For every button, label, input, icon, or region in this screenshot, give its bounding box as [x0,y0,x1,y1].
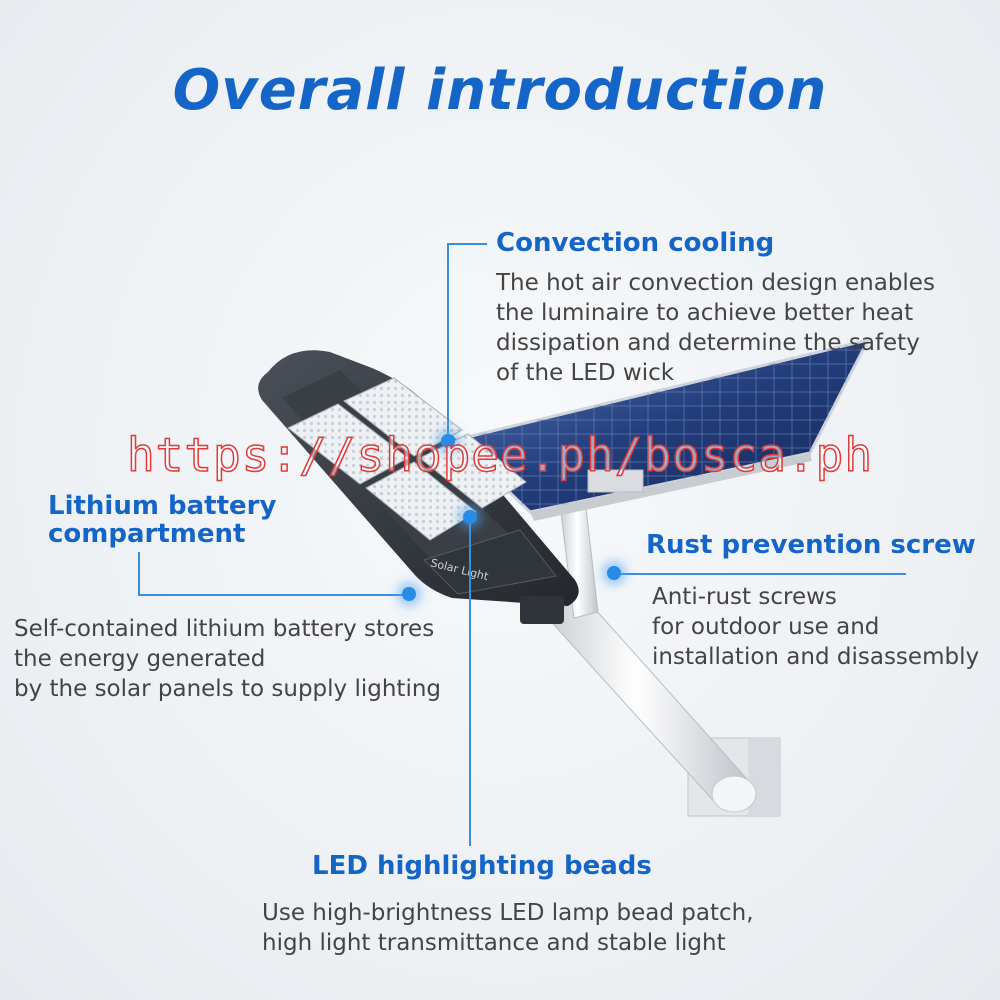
rust-heading: Rust prevention screw [646,530,976,560]
desc-line: The hot air convection design enables [496,270,935,296]
heading-line: compartment [48,519,246,549]
desc-line: Self-contained lithium battery stores [14,616,435,642]
desc-line: Use high-brightness LED lamp bead patch, [262,900,754,926]
convection-heading: Convection cooling [496,228,775,258]
pole-arm [544,499,757,813]
rust-hotspot [607,566,621,580]
desc-line: high light transmittance and stable ligh… [262,930,726,956]
shop-watermark: https://shopee.ph/bosca.ph [126,427,874,483]
desc-line: Anti-rust screws [652,584,837,610]
desc-line: for outdoor use and [652,614,880,640]
desc-line: the energy generated [14,646,266,672]
led-leader-v [469,518,471,846]
lamp-head: Solar Light [258,350,579,624]
desc-line: installation and disassembly [652,644,980,670]
battery-heading: Lithium battery compartment [48,492,276,548]
desc-line: of the LED wick [496,360,675,386]
solar-panel [451,337,871,521]
battery-hotspot [402,587,416,601]
rust-description: Anti-rust screws for outdoor use and ins… [652,582,979,672]
page-title: Overall introduction [172,58,828,123]
battery-leader-h [138,594,406,596]
desc-line: dissipation and determine the safety [496,330,920,356]
rust-leader-h [614,573,906,575]
led-heading: LED highlighting beads [312,851,652,881]
battery-leader-v [138,552,140,594]
convection-leader-h [447,243,487,245]
desc-line: by the solar panels to supply lighting [14,676,442,702]
convection-description: The hot air convection design enables th… [496,268,935,388]
convection-hotspot [441,434,455,448]
led-description: Use high-brightness LED lamp bead patch,… [262,898,754,958]
desc-line: the luminaire to achieve better heat [496,300,914,326]
convection-leader-v [447,243,449,439]
battery-description: Self-contained lithium battery stores th… [14,614,441,704]
heading-line: Lithium battery [48,491,277,521]
led-hotspot [463,510,477,524]
